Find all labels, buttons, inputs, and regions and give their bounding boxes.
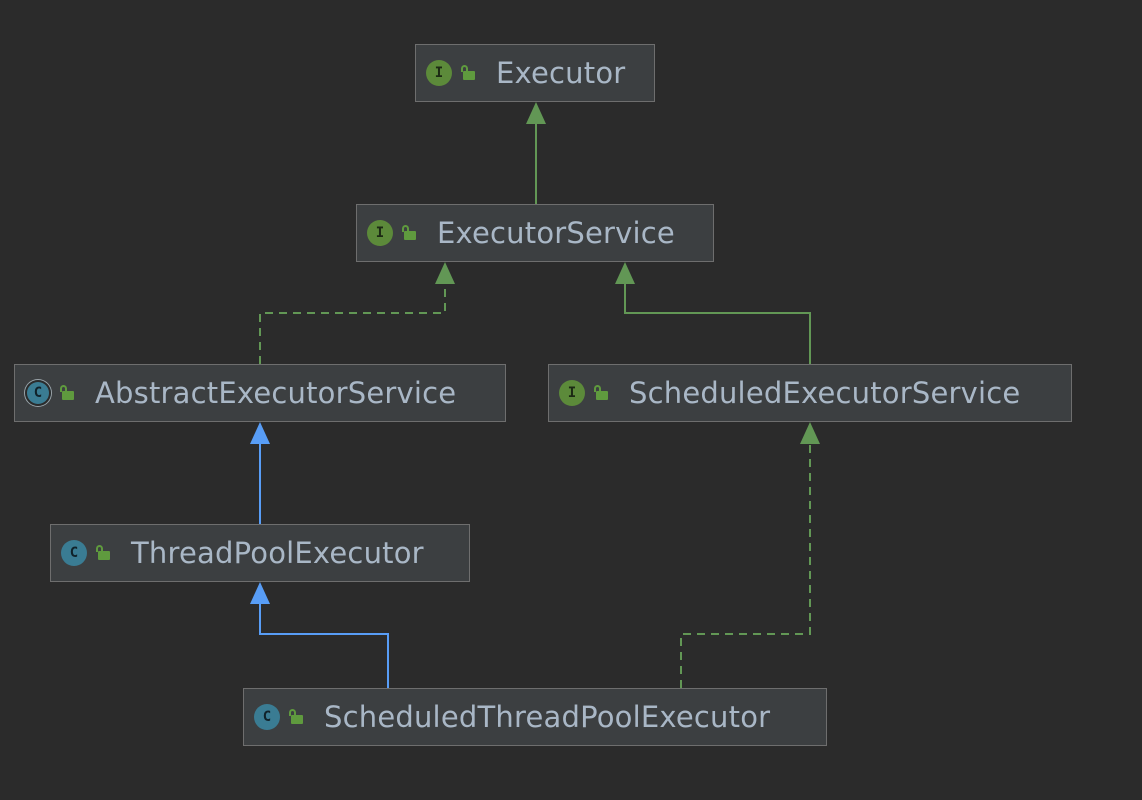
node-executor[interactable]: I Executor (415, 44, 655, 102)
class-icon: C (254, 704, 280, 730)
node-label: ThreadPoolExecutor (131, 536, 424, 570)
arrowhead-executor-service-to-executor (526, 102, 546, 124)
arrowhead-scheduled-thread-pool-executor-to-scheduled-executor-service (800, 422, 820, 444)
public-lock-icon (288, 709, 304, 725)
public-lock-icon (95, 545, 111, 561)
node-label: ScheduledThreadPoolExecutor (324, 700, 771, 734)
node-label: Executor (496, 56, 626, 90)
node-scheduled-thread-pool-executor[interactable]: C ScheduledThreadPoolExecutor (243, 688, 827, 746)
node-label: ScheduledExecutorService (629, 376, 1021, 410)
node-executor-service[interactable]: I ExecutorService (356, 204, 714, 262)
arrowhead-thread-pool-executor-to-abstract-executor-service (250, 422, 270, 444)
node-thread-pool-executor[interactable]: C ThreadPoolExecutor (50, 524, 470, 582)
node-label: ExecutorService (437, 216, 675, 250)
edge-scheduled-executor-service-to-executor-service (624, 284, 811, 364)
public-lock-icon (59, 385, 75, 401)
arrowhead-scheduled-executor-service-to-executor-service (615, 262, 635, 284)
public-lock-icon (460, 65, 476, 81)
arrowhead-scheduled-thread-pool-executor-to-thread-pool-executor (250, 582, 270, 604)
public-lock-icon (593, 385, 609, 401)
interface-icon: I (367, 220, 393, 246)
public-lock-icon (401, 225, 417, 241)
edge-scheduled-thread-pool-executor-to-scheduled-executor-service (680, 444, 811, 688)
arrowhead-abstract-executor-service-to-executor-service (435, 262, 455, 284)
interface-icon: I (559, 380, 585, 406)
interface-icon: I (426, 60, 452, 86)
edge-scheduled-thread-pool-executor-to-thread-pool-executor (259, 604, 389, 688)
node-label: AbstractExecutorService (95, 376, 457, 410)
class-icon: C (61, 540, 87, 566)
edge-abstract-executor-service-to-executor-service (259, 284, 446, 364)
node-abstract-executor-service[interactable]: C AbstractExecutorService (14, 364, 506, 422)
abstract-class-icon: C (25, 380, 51, 406)
node-scheduled-executor-service[interactable]: I ScheduledExecutorService (548, 364, 1072, 422)
